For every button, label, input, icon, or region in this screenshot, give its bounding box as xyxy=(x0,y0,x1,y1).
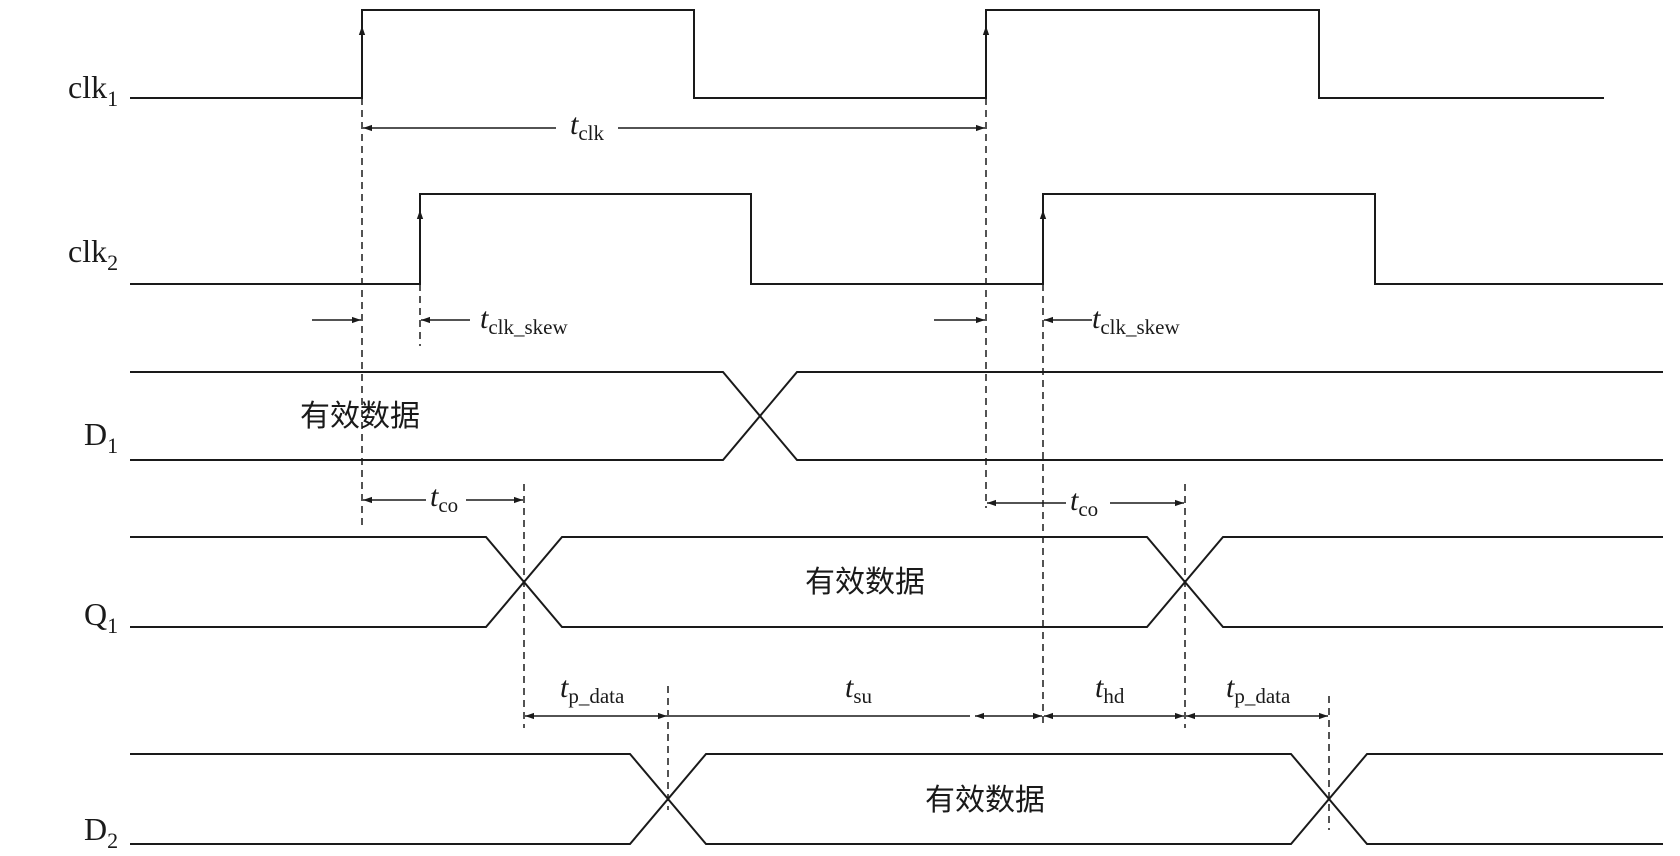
clk2-label: clk2 xyxy=(68,233,118,275)
t-p-data-label-2: tp_data xyxy=(1226,671,1291,708)
d2-label: D2 xyxy=(84,811,118,853)
q1-valid-data-label: 有效数据 xyxy=(805,565,925,600)
q1-label: Q1 xyxy=(84,596,118,638)
clk1-waveform xyxy=(130,9,1604,99)
d2-waveform xyxy=(130,753,1663,845)
d1-waveform xyxy=(130,371,1663,461)
t-clk-skew-label-2: tclk_skew xyxy=(1092,302,1180,339)
clk2-waveform xyxy=(130,193,1663,285)
reference-dashed-lines xyxy=(361,98,1330,830)
t-p-data-label-1: tp_data xyxy=(560,671,625,708)
t-clk-label: tclk xyxy=(570,108,604,145)
d1-label: D1 xyxy=(84,416,118,458)
t-co-label-1: tco xyxy=(430,480,458,517)
t-co-label-2: tco xyxy=(1070,484,1098,521)
d2-valid-data-label: 有效数据 xyxy=(925,783,1045,818)
clk1-label: clk1 xyxy=(68,69,118,111)
t-hd-label: thd xyxy=(1095,671,1125,708)
q1-waveform xyxy=(130,536,1663,628)
t-su-label: tsu xyxy=(845,671,873,708)
t-clk-skew-label-1: tclk_skew xyxy=(480,302,568,339)
d1-valid-data-label: 有效数据 xyxy=(300,399,420,434)
